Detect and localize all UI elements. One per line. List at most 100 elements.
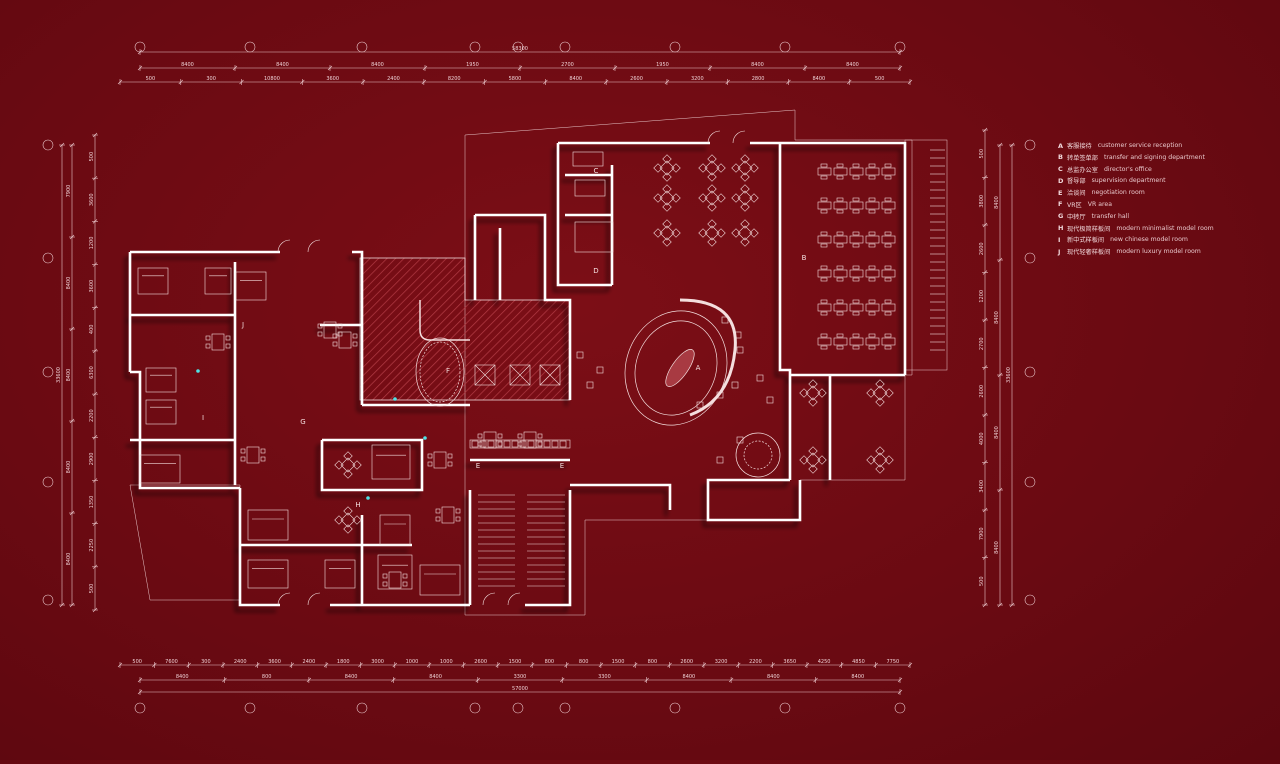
dimension-label: 7900 — [979, 527, 985, 540]
dimension-label: 1200 — [979, 290, 985, 303]
dining-set — [427, 451, 453, 469]
dimension-label: 7900 — [66, 185, 72, 198]
dimension-label: 2400 — [387, 76, 400, 82]
room-label-e2: E — [560, 462, 564, 470]
grid-marker — [1024, 366, 1036, 378]
dimension-label: 800 — [648, 659, 658, 665]
dimension-label: 3200 — [691, 76, 704, 82]
desk — [849, 231, 864, 248]
cyan-markers — [196, 369, 427, 500]
desk — [817, 231, 832, 248]
grid-marker — [469, 702, 481, 714]
dimension-label: 500 — [979, 149, 985, 159]
dining-set — [240, 446, 266, 464]
bed — [324, 559, 356, 589]
grid-axis-markers — [42, 41, 1036, 714]
dimension-label: 3400 — [979, 480, 985, 493]
desk — [817, 299, 832, 316]
dimension-label: 2200 — [89, 409, 95, 422]
table-set — [653, 219, 681, 247]
bed — [247, 559, 289, 589]
elevator — [474, 364, 496, 386]
dimension-label: 8400 — [767, 674, 780, 680]
dimension-label: 4850 — [852, 659, 865, 665]
dimension-label: 2200 — [749, 659, 762, 665]
chair — [696, 401, 704, 409]
desk — [881, 299, 896, 316]
desk — [849, 333, 864, 350]
table-set — [799, 446, 827, 474]
dimension-label: 500 — [875, 76, 885, 82]
room-label-g: G — [300, 418, 305, 426]
dining-set — [205, 333, 231, 351]
dimension-label: 8400 — [66, 461, 72, 474]
dimension-label: 1500 — [509, 659, 522, 665]
dimension-label: 58300 — [512, 46, 528, 52]
desk — [833, 265, 848, 282]
grid-marker — [894, 41, 906, 53]
grid-marker — [469, 41, 481, 53]
desk — [833, 333, 848, 350]
grid-marker — [356, 702, 368, 714]
grid-marker — [356, 41, 368, 53]
dimension-label: 800 — [262, 674, 272, 680]
dining-set — [317, 321, 343, 339]
conference-table — [574, 179, 606, 197]
desk — [865, 231, 880, 248]
dimension-label: 8400 — [751, 62, 764, 68]
dimension-label: 8400 — [371, 62, 384, 68]
grid-marker — [894, 702, 906, 714]
desk — [881, 265, 896, 282]
elevator — [539, 364, 561, 386]
dimension-label: 10800 — [264, 76, 280, 82]
desk — [865, 197, 880, 214]
dimension-label: 3650 — [783, 659, 796, 665]
dimension-label: 7750 — [886, 659, 899, 665]
walls — [128, 141, 907, 607]
dimension-label: 8400 — [66, 553, 72, 566]
bed — [145, 367, 177, 393]
dimension-label: 6300 — [89, 366, 95, 379]
dimension-label: 4250 — [818, 659, 831, 665]
dimension-label: 800 — [545, 659, 555, 665]
table-set — [866, 379, 894, 407]
grid-marker — [42, 594, 54, 606]
room-label-b: B — [802, 254, 807, 262]
table-set — [731, 154, 759, 182]
dimension-label: 500 — [89, 584, 95, 594]
dimension-label: 500 — [146, 76, 156, 82]
chair — [716, 456, 724, 464]
door — [307, 592, 321, 606]
dimension-label: 400 — [89, 325, 95, 335]
desk — [881, 333, 896, 350]
dimension-label: 2400 — [234, 659, 247, 665]
table-set — [799, 379, 827, 407]
dimension-label: 8400 — [66, 277, 72, 290]
dimension-label: 4000 — [979, 432, 985, 445]
grid-marker — [512, 702, 524, 714]
chair — [766, 396, 774, 404]
table-set — [653, 154, 681, 182]
dimension-label: 57000 — [512, 686, 528, 692]
dimension-label: 3600 — [89, 280, 95, 293]
desk — [849, 163, 864, 180]
dimension-label: 2400 — [303, 659, 316, 665]
desk — [881, 163, 896, 180]
door — [732, 130, 746, 144]
dimension-label: 8400 — [812, 76, 825, 82]
desk — [865, 299, 880, 316]
grid-marker — [779, 41, 791, 53]
grid-marker — [244, 702, 256, 714]
bed — [139, 454, 181, 484]
dimension-label: 1200 — [89, 237, 95, 250]
door — [707, 130, 721, 144]
dining-set — [435, 506, 461, 524]
dimension-label: 500 — [89, 152, 95, 162]
